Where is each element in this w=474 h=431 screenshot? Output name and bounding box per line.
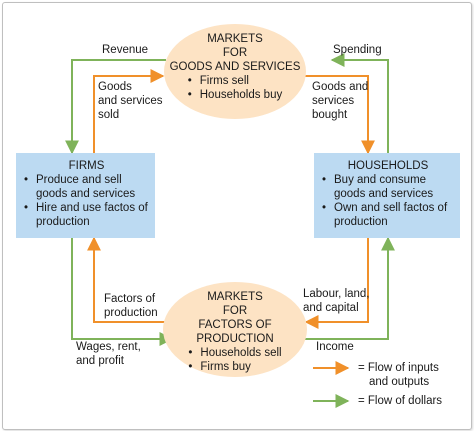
- goods-bought-line-1: Goods and: [312, 81, 369, 93]
- goods-sold-line-1: Goods: [98, 81, 132, 93]
- labour-line-1: Labour, land,: [303, 288, 370, 300]
- markets-goods-line-1: MARKETS: [207, 33, 263, 45]
- markets-factors-production: MARKETS FOR FACTORS OF PRODUCTION Househ…: [163, 282, 307, 377]
- markets-goods-bullet-2: Households buy: [188, 88, 282, 102]
- legend-inputs-outputs: = Flow of inputs and outputs: [358, 361, 439, 389]
- legend-inputs-line-1: = Flow of inputs: [358, 362, 439, 374]
- markets-factors-line-2: FOR: [222, 305, 248, 317]
- revenue-arrow: [65, 59, 166, 155]
- factors-line-1: Factors of: [104, 293, 156, 305]
- spending-label: Spending: [333, 44, 382, 56]
- households-title: HOUSEHOLDS: [347, 160, 429, 172]
- labour-line-2: and capital: [303, 302, 359, 314]
- markets-factors-bullet-2: Firms buy: [188, 360, 281, 374]
- wages-line-1: Wages, rent,: [76, 341, 141, 353]
- goods-sold-line-2: and services: [98, 95, 163, 107]
- households-bullet-1: Buy and consume goods and services: [322, 173, 454, 201]
- labour-land-capital-label: Labour, land, and capital: [303, 287, 370, 315]
- households-bullet-2: Own and sell factos of production: [322, 201, 454, 229]
- income-label: Income: [316, 341, 354, 353]
- firms-bullet-2: Hire and use factos of production: [24, 201, 149, 229]
- wages-arrow: [71, 238, 174, 346]
- wages-line-2: and profit: [76, 355, 124, 367]
- factors-line-2: production: [104, 307, 158, 319]
- markets-factors-bullet-1: Households sell: [188, 346, 281, 360]
- markets-goods-bullet-1: Firms sell: [188, 74, 282, 88]
- flow-arrows: [65, 53, 395, 408]
- goods-sold-line-3: sold: [98, 109, 120, 121]
- legend-dollars: = Flow of dollars: [358, 395, 443, 407]
- factors-arrow: [87, 236, 166, 323]
- factors-production-label: Factors of production: [104, 292, 158, 320]
- markets-factors-line-1: MARKETS: [207, 291, 263, 303]
- markets-factors-line-3: FACTORS OF PRODUCTION: [196, 319, 274, 345]
- markets-goods-line-3: GOODS AND SERVICES: [169, 61, 301, 73]
- income-arrow: [302, 236, 395, 340]
- firms-box: FIRMS Produce and sell goods and service…: [16, 153, 155, 238]
- firms-title: FIRMS: [68, 160, 105, 172]
- goods-bought-line-2: services: [312, 95, 355, 107]
- goods-bought-line-3: bought: [312, 109, 348, 121]
- spending-arrow: [330, 53, 389, 153]
- markets-goods-line-2: FOR: [222, 47, 248, 59]
- goods-bought-label: Goods and services bought: [312, 80, 368, 122]
- firms-bullet-1: Produce and sell goods and services: [24, 173, 149, 201]
- revenue-label: Revenue: [102, 44, 149, 56]
- wages-rent-profit-label: Wages, rent, and profit: [76, 340, 141, 368]
- goods-sold-label: Goods and services sold: [98, 80, 163, 122]
- legend-inputs-line-2: and outputs: [369, 376, 430, 388]
- goods-bought-arrow: [305, 75, 375, 155]
- households-box: HOUSEHOLDS Buy and consume goods and ser…: [314, 153, 460, 238]
- labour-arrow: [304, 238, 369, 329]
- markets-goods-services: MARKETS FOR GOODS AND SERVICES Firms sel…: [164, 24, 306, 119]
- goods-sold-arrow: [93, 69, 165, 153]
